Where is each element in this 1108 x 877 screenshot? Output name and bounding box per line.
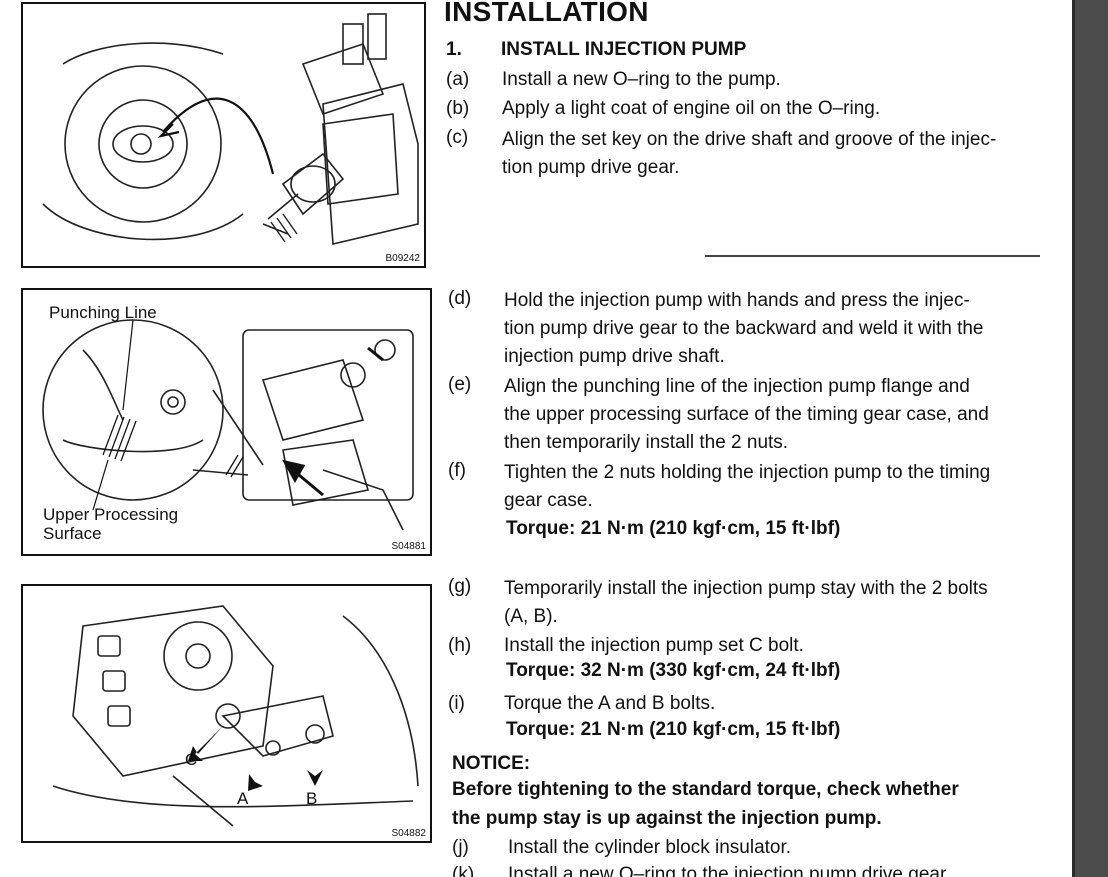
- label-bolt-c: C: [185, 750, 198, 769]
- figure-code: S04881: [391, 541, 426, 552]
- step-letter: (i): [448, 693, 465, 714]
- label-upper-processing-surface: Upper Processing Surface: [43, 505, 179, 543]
- step-text: Install the injection pump set C bolt.: [504, 635, 804, 656]
- page-heading: INSTALLATION: [444, 0, 649, 27]
- torque-spec-h: Torque: 32 N·m (330 kgf·cm, 24 ft·lbf): [506, 660, 841, 681]
- step-letter: (b): [446, 98, 470, 119]
- step-letter: (g): [448, 576, 472, 597]
- step-text: Install a new O–ring to the injection pu…: [508, 864, 947, 877]
- step-text: Install the cylinder block insulator.: [508, 837, 792, 858]
- step-text: Apply a light coat of engine oil on the …: [502, 98, 881, 119]
- punching-line-illustration: [42, 319, 414, 531]
- pump-stay-illustration: [52, 605, 419, 827]
- step-letter: (j): [452, 837, 469, 858]
- section-title: INSTALL INJECTION PUMP: [501, 39, 747, 60]
- step-text: Align the punching line of the injection…: [504, 376, 989, 453]
- figure-pump-stay: C A B S04882: [21, 584, 432, 843]
- label-bolt-b: B: [306, 789, 318, 808]
- step-text: Hold the injection pump with hands and p…: [504, 290, 984, 367]
- viewer-background: [1072, 0, 1108, 877]
- step-letter: (k): [452, 864, 475, 877]
- divider: [705, 255, 1040, 257]
- section-number: 1.: [446, 39, 462, 60]
- manual-page: B09242: [0, 0, 1072, 877]
- step-text: Align the set key on the drive shaft and…: [502, 129, 997, 178]
- pump-oring-illustration: [42, 13, 419, 245]
- step-text: Torque the A and B bolts.: [504, 693, 716, 714]
- step-letter: (f): [448, 460, 466, 481]
- step-text: Temporarily install the injection pump s…: [504, 578, 988, 627]
- torque-spec-f: Torque: 21 N·m (210 kgf·cm, 15 ft·lbf): [506, 518, 841, 539]
- figure-punching-line: Punching Line Upper Processing Surface S…: [21, 288, 432, 556]
- figure-code: B09242: [385, 253, 420, 264]
- label-bolt-a: A: [237, 789, 249, 808]
- step-letter: (h): [448, 635, 472, 656]
- step-text: Tighten the 2 nuts holding the injection…: [504, 462, 991, 511]
- notice-label: NOTICE:: [452, 753, 531, 774]
- label-punching-line: Punching Line: [49, 303, 157, 322]
- step-letter: (c): [446, 127, 469, 148]
- step-letter: (e): [448, 374, 472, 395]
- step-letter: (d): [448, 288, 472, 309]
- step-text: Install a new O–ring to the pump.: [502, 69, 781, 90]
- figure-pump-oring: B09242: [21, 2, 426, 268]
- notice-text: Before tightening to the standard torque…: [452, 779, 959, 829]
- figure-code: S04882: [391, 828, 426, 839]
- step-letter: (a): [446, 69, 470, 90]
- torque-spec-i: Torque: 21 N·m (210 kgf·cm, 15 ft·lbf): [506, 719, 841, 740]
